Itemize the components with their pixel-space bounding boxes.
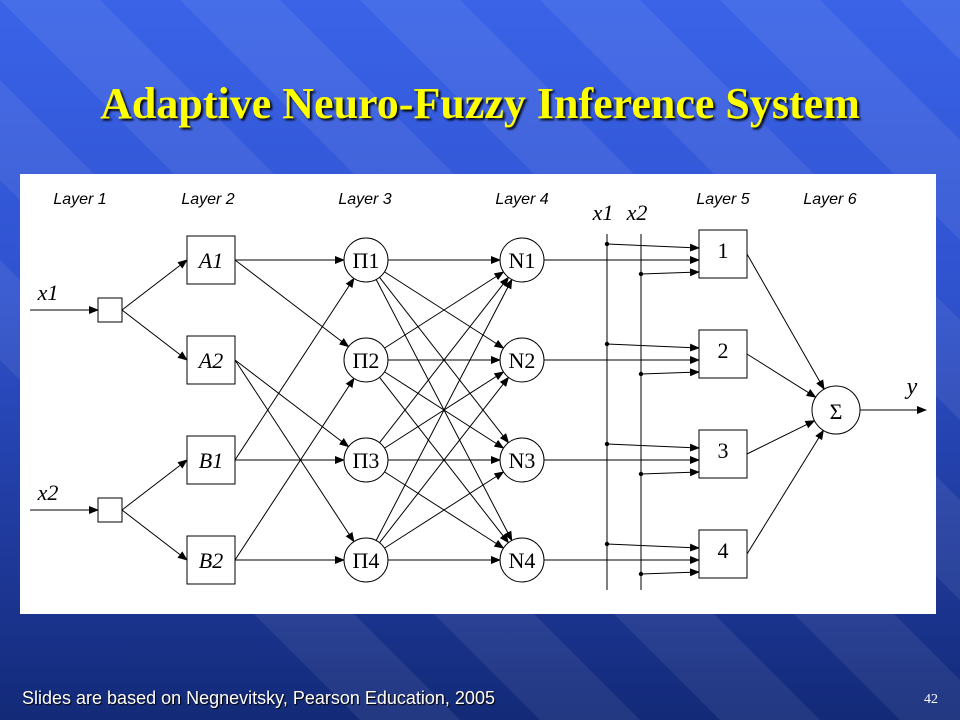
slide-title: Adaptive Neuro-Fuzzy Inference System bbox=[100, 79, 860, 128]
edge-l1-l2 bbox=[121, 309, 188, 361]
edge-l5-l6 bbox=[746, 353, 817, 398]
edge-l2-l3 bbox=[234, 377, 355, 561]
bus-label-x2: x2 bbox=[626, 200, 648, 225]
rule-node-label: Π2 bbox=[353, 348, 380, 373]
input-label-x2: x2 bbox=[37, 480, 59, 505]
layer1-input-node bbox=[97, 497, 123, 523]
layer-label-5: Layer 5 bbox=[696, 191, 749, 208]
defuzz-node-label: 4 bbox=[718, 538, 729, 563]
norm-node-label: N2 bbox=[509, 348, 536, 373]
anfis-diagram: Layer 1 Layer 2 Layer 3 Layer 4 Layer 5 Layer… bbox=[30, 191, 927, 590]
rule-node-label: Π4 bbox=[353, 548, 380, 573]
fuzzy-node-label: A2 bbox=[197, 348, 223, 373]
edge-bus-x2-l5 bbox=[640, 368, 700, 377]
edge-l2-l3 bbox=[234, 359, 350, 448]
edge-l3-l4 bbox=[375, 278, 513, 541]
rule-node-label: Π1 bbox=[353, 248, 380, 273]
defuzz-node-1 bbox=[698, 229, 748, 279]
bus-tap-dot bbox=[638, 471, 644, 477]
edge-l1-l2 bbox=[121, 509, 188, 561]
norm-node-label: N4 bbox=[509, 548, 536, 573]
edge-l3-l4 bbox=[384, 471, 505, 549]
edge-l3-l4 bbox=[379, 376, 510, 543]
page-number: 42 bbox=[924, 692, 938, 707]
bus-tap-dot bbox=[604, 341, 610, 347]
edge-bus-x1-l5 bbox=[606, 343, 700, 352]
edge-l3-l4 bbox=[384, 271, 505, 349]
diagram-nodes: Layer 1 Layer 2 Layer 3 Layer 4 Layer 5 Layer… bbox=[37, 191, 918, 585]
edge-l2-l3 bbox=[234, 277, 355, 461]
defuzz-node-3 bbox=[698, 429, 748, 479]
edge-l1-l2 bbox=[121, 459, 188, 511]
bus-tap-dot bbox=[638, 571, 644, 577]
defuzz-node-4 bbox=[698, 529, 748, 579]
fuzzy-node-A2 bbox=[186, 335, 236, 385]
norm-node-label: N3 bbox=[509, 448, 536, 473]
fuzzy-node-B1 bbox=[186, 435, 236, 485]
fuzzy-node-label: B1 bbox=[199, 448, 223, 473]
rule-node-1 bbox=[343, 237, 389, 283]
fuzzy-node-label: A1 bbox=[197, 248, 223, 273]
footer-credit: Slides are based on Negnevitsky, Pearson… bbox=[22, 688, 495, 708]
bus-tap-dot bbox=[604, 241, 610, 247]
rule-node-2 bbox=[343, 337, 389, 383]
edge-bus-x2-l5 bbox=[640, 268, 700, 277]
fuzzy-node-label: B2 bbox=[199, 548, 223, 573]
norm-node-N4 bbox=[499, 537, 545, 583]
bus-tap-dot bbox=[604, 541, 610, 547]
bus-tap-dot bbox=[604, 441, 610, 447]
edge-l3-l4 bbox=[379, 276, 510, 443]
input-label-x1: x1 bbox=[37, 280, 59, 305]
edge-bus-x1-l5 bbox=[606, 443, 700, 452]
edge-l2-l3 bbox=[234, 259, 350, 348]
bus-label-x1: x1 bbox=[592, 200, 614, 225]
rule-node-4 bbox=[343, 537, 389, 583]
defuzz-node-2 bbox=[698, 329, 748, 379]
edge-bus-x1-l5 bbox=[606, 543, 700, 552]
edge-l5-l6 bbox=[746, 420, 816, 455]
diagram-edges bbox=[30, 234, 927, 590]
edge-l5-l6 bbox=[746, 429, 824, 555]
norm-node-N2 bbox=[499, 337, 545, 383]
edge-bus-x2-l5 bbox=[640, 568, 700, 577]
fuzzy-node-A1 bbox=[186, 235, 236, 285]
edge-l1-l2 bbox=[121, 259, 188, 311]
defuzz-node-label: 2 bbox=[718, 338, 729, 363]
layer-label-4: Layer 4 bbox=[495, 191, 548, 208]
layer1-input-node bbox=[97, 297, 123, 323]
fuzzy-node-B2 bbox=[186, 535, 236, 585]
norm-node-N3 bbox=[499, 437, 545, 483]
norm-node-N1 bbox=[499, 237, 545, 283]
bus-tap-dot bbox=[638, 271, 644, 277]
defuzz-node-label: 3 bbox=[718, 438, 729, 463]
background-stripe bbox=[900, 0, 960, 60]
summation-node bbox=[811, 385, 861, 435]
bus-tap-dot bbox=[638, 371, 644, 377]
edge-bus-x2-l5 bbox=[640, 468, 700, 477]
defuzz-node-label: 1 bbox=[718, 238, 729, 263]
anfis-diagram-panel: Layer 1 Layer 2 Layer 3 Layer 4 Layer 5 Layer… bbox=[20, 174, 936, 614]
edge-bus-x1-l5 bbox=[606, 243, 700, 252]
layer-label-3: Layer 3 bbox=[338, 191, 391, 208]
rule-node-label: Π3 bbox=[353, 448, 380, 473]
layer-label-2: Layer 2 bbox=[181, 191, 234, 208]
edge-l5-l6 bbox=[746, 253, 825, 391]
rule-node-3 bbox=[343, 437, 389, 483]
layer-label-1: Layer 1 bbox=[53, 191, 106, 208]
edge-l2-l3 bbox=[234, 359, 355, 543]
layer-label-6: Layer 6 bbox=[803, 191, 856, 208]
summation-node-label: Σ bbox=[830, 399, 843, 424]
norm-node-label: N1 bbox=[509, 248, 536, 273]
output-label: y bbox=[905, 374, 918, 400]
